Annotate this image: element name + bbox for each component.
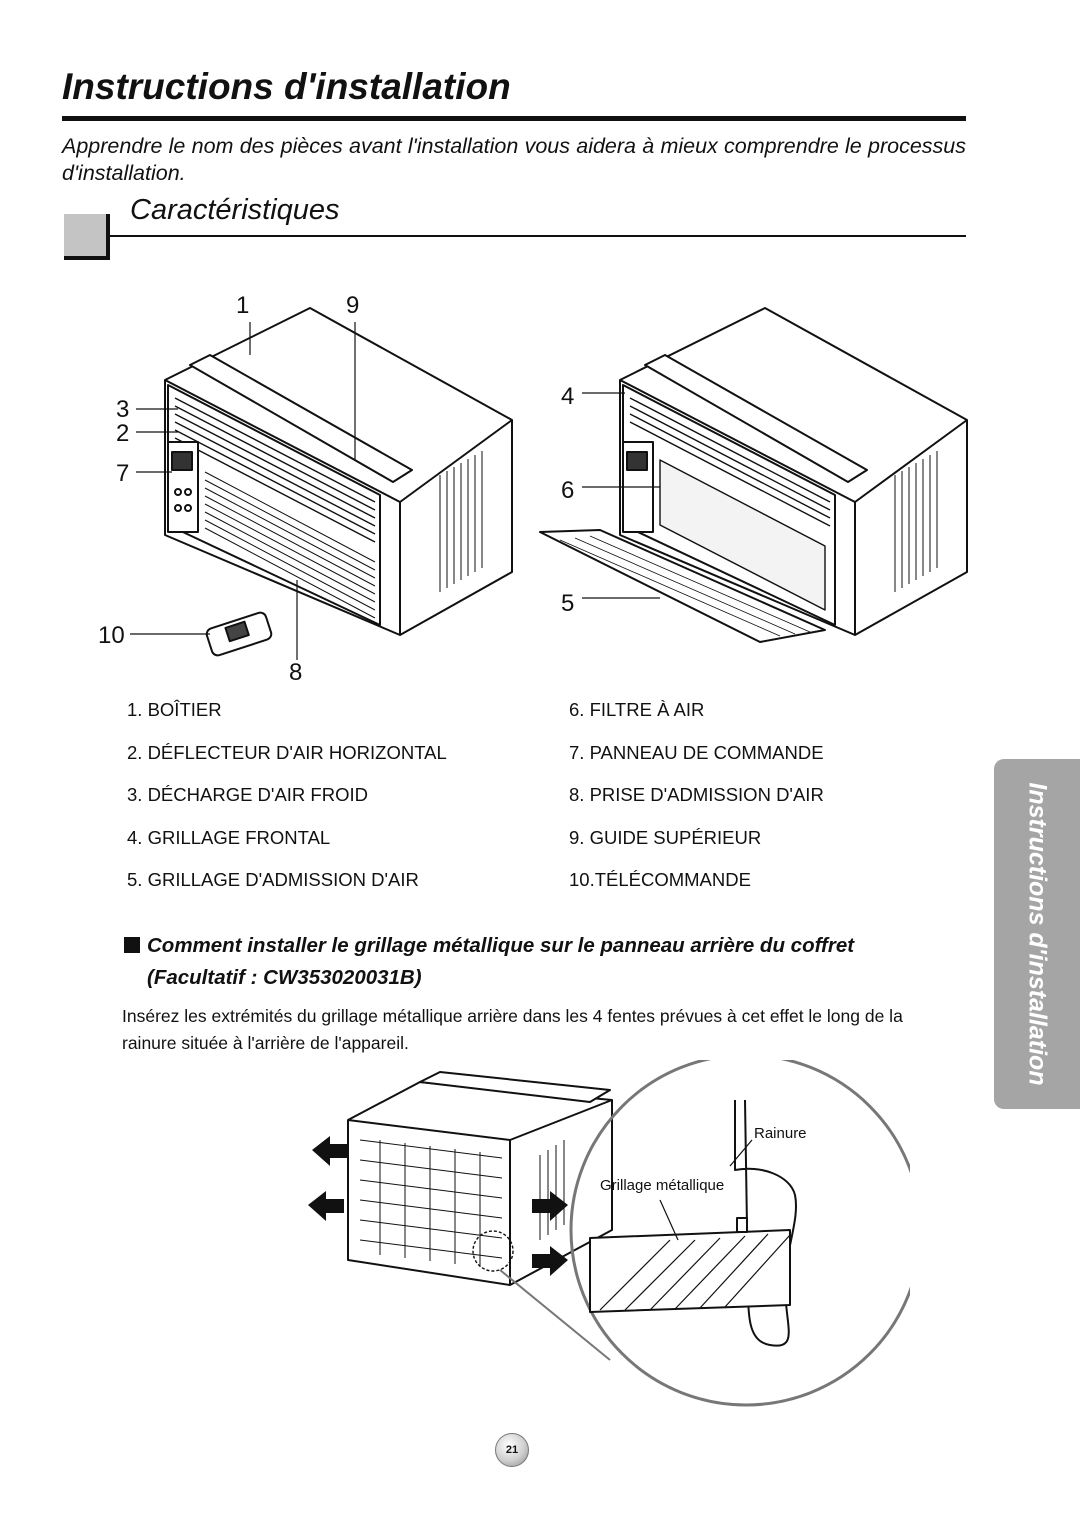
callout-8: 8 bbox=[289, 659, 302, 686]
section-rule bbox=[106, 235, 966, 237]
part-item: 9. GUIDE SUPÉRIEUR bbox=[569, 826, 762, 848]
parts-list-right: 6. FILTRE À AIR 7. PANNEAU DE COMMANDE 8… bbox=[569, 700, 824, 913]
arrow-right-icon bbox=[532, 1191, 568, 1221]
callout-5: 5 bbox=[561, 590, 574, 617]
bullet-square-icon bbox=[124, 937, 140, 953]
part-item: 10.TÉLÉCOMMANDE bbox=[569, 869, 751, 890]
page-number: 21 bbox=[495, 1433, 529, 1467]
ac-unit-diagram: 1 9 3 2 7 10 8 4 6 5 bbox=[98, 292, 968, 686]
callout-1: 1 bbox=[236, 292, 249, 319]
part-item: 1. BOÎTIER bbox=[127, 699, 222, 720]
callout-6: 6 bbox=[561, 477, 574, 504]
parts-list-left: 1. BOÎTIER 2. DÉFLECTEUR D'AIR HORIZONTA… bbox=[127, 700, 447, 913]
label-mesh: Grillage métallique bbox=[600, 1177, 724, 1194]
side-tab bbox=[994, 759, 1080, 1109]
section-marker bbox=[64, 214, 110, 260]
part-item: 6. FILTRE À AIR bbox=[569, 699, 705, 720]
callout-10: 10 bbox=[98, 622, 125, 649]
label-groove: Rainure bbox=[754, 1125, 807, 1142]
callout-4: 4 bbox=[561, 383, 574, 410]
part-item: 3. DÉCHARGE D'AIR FROID bbox=[127, 784, 368, 805]
arrow-left-icon bbox=[308, 1191, 344, 1221]
part-item: 5. GRILLAGE D'ADMISSION D'AIR bbox=[127, 869, 419, 890]
side-tab-label: Instructions d'installation bbox=[1023, 782, 1052, 1086]
part-item: 2. DÉFLECTEUR D'AIR HORIZONTAL bbox=[127, 741, 447, 763]
page-title: Instructions d'installation bbox=[62, 66, 511, 107]
callout-7: 7 bbox=[116, 460, 129, 487]
ac-unit-open-view bbox=[539, 307, 968, 643]
ac-unit-front-view bbox=[164, 307, 513, 657]
callout-2: 2 bbox=[116, 420, 129, 447]
part-item: 8. PRISE D'ADMISSION D'AIR bbox=[569, 784, 824, 805]
title-rule bbox=[62, 116, 966, 121]
howto-heading-line2: (Facultatif : CW353020031B) bbox=[147, 966, 422, 989]
arrow-left-icon bbox=[312, 1136, 348, 1166]
part-item: 7. PANNEAU DE COMMANDE bbox=[569, 741, 824, 763]
howto-heading-line1: Comment installer le grillage métallique… bbox=[147, 934, 855, 957]
callout-3: 3 bbox=[116, 396, 129, 423]
part-item: 4. GRILLAGE FRONTAL bbox=[127, 826, 331, 848]
arrow-right-icon bbox=[532, 1246, 568, 1276]
intro-paragraph: Apprendre le nom des pièces avant l'inst… bbox=[62, 134, 966, 185]
howto-body: Insérez les extrémités du grillage métal… bbox=[122, 1006, 903, 1053]
howto-heading: Comment installer le grillage métallique… bbox=[147, 930, 947, 994]
section-title: Caractéristiques bbox=[130, 194, 340, 226]
rear-mesh-diagram: Rainure Grillage métallique bbox=[308, 1060, 910, 1407]
callout-9: 9 bbox=[346, 292, 359, 319]
